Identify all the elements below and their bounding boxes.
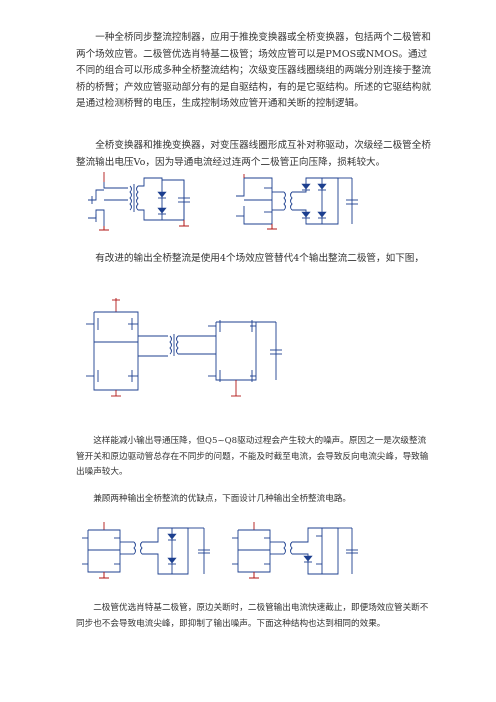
paragraph-design-intro: 兼顾两种输出全桥整流的优缺点，下面设计几种输出全桥整流电路。 xyxy=(93,494,352,504)
paragraph-intro: 一种全桥同步整流控制器，应用于推挽变换器或全桥变换器，包括两个二极管和两个场效应… xyxy=(76,32,431,110)
circuit-hybrid-rectifier-a xyxy=(82,522,210,579)
paragraph-noise-issue: 这样能减小输出导通压降，但Q5~Q8驱动过程会产生较大的噪声。原因之一是次级整流… xyxy=(76,436,429,477)
paragraph-conventional-rectifier: 全桥变换器和推挽变换器，对变压器线圈形成互补对称驱动，次级经二极管全桥整流输出电… xyxy=(76,140,431,168)
paragraph-mosfet-rectifier: 有改进的输出全桥整流是使用4个场效应管替代4个输出整流二极管，如下图， xyxy=(95,253,424,264)
circuit-full-bridge-mosfet-rectifier xyxy=(86,298,282,397)
circuit-hybrid-rectifier-b xyxy=(232,522,358,579)
circuit-full-bridge-diode-bridge xyxy=(236,174,358,230)
paragraph-schottky-conclusion: 二极管优选肖特基二极管，原边关断时，二极管输出电流快速截止，即便场效应管关断不同… xyxy=(76,603,429,629)
circuit-push-pull-diode-bridge xyxy=(88,172,190,231)
